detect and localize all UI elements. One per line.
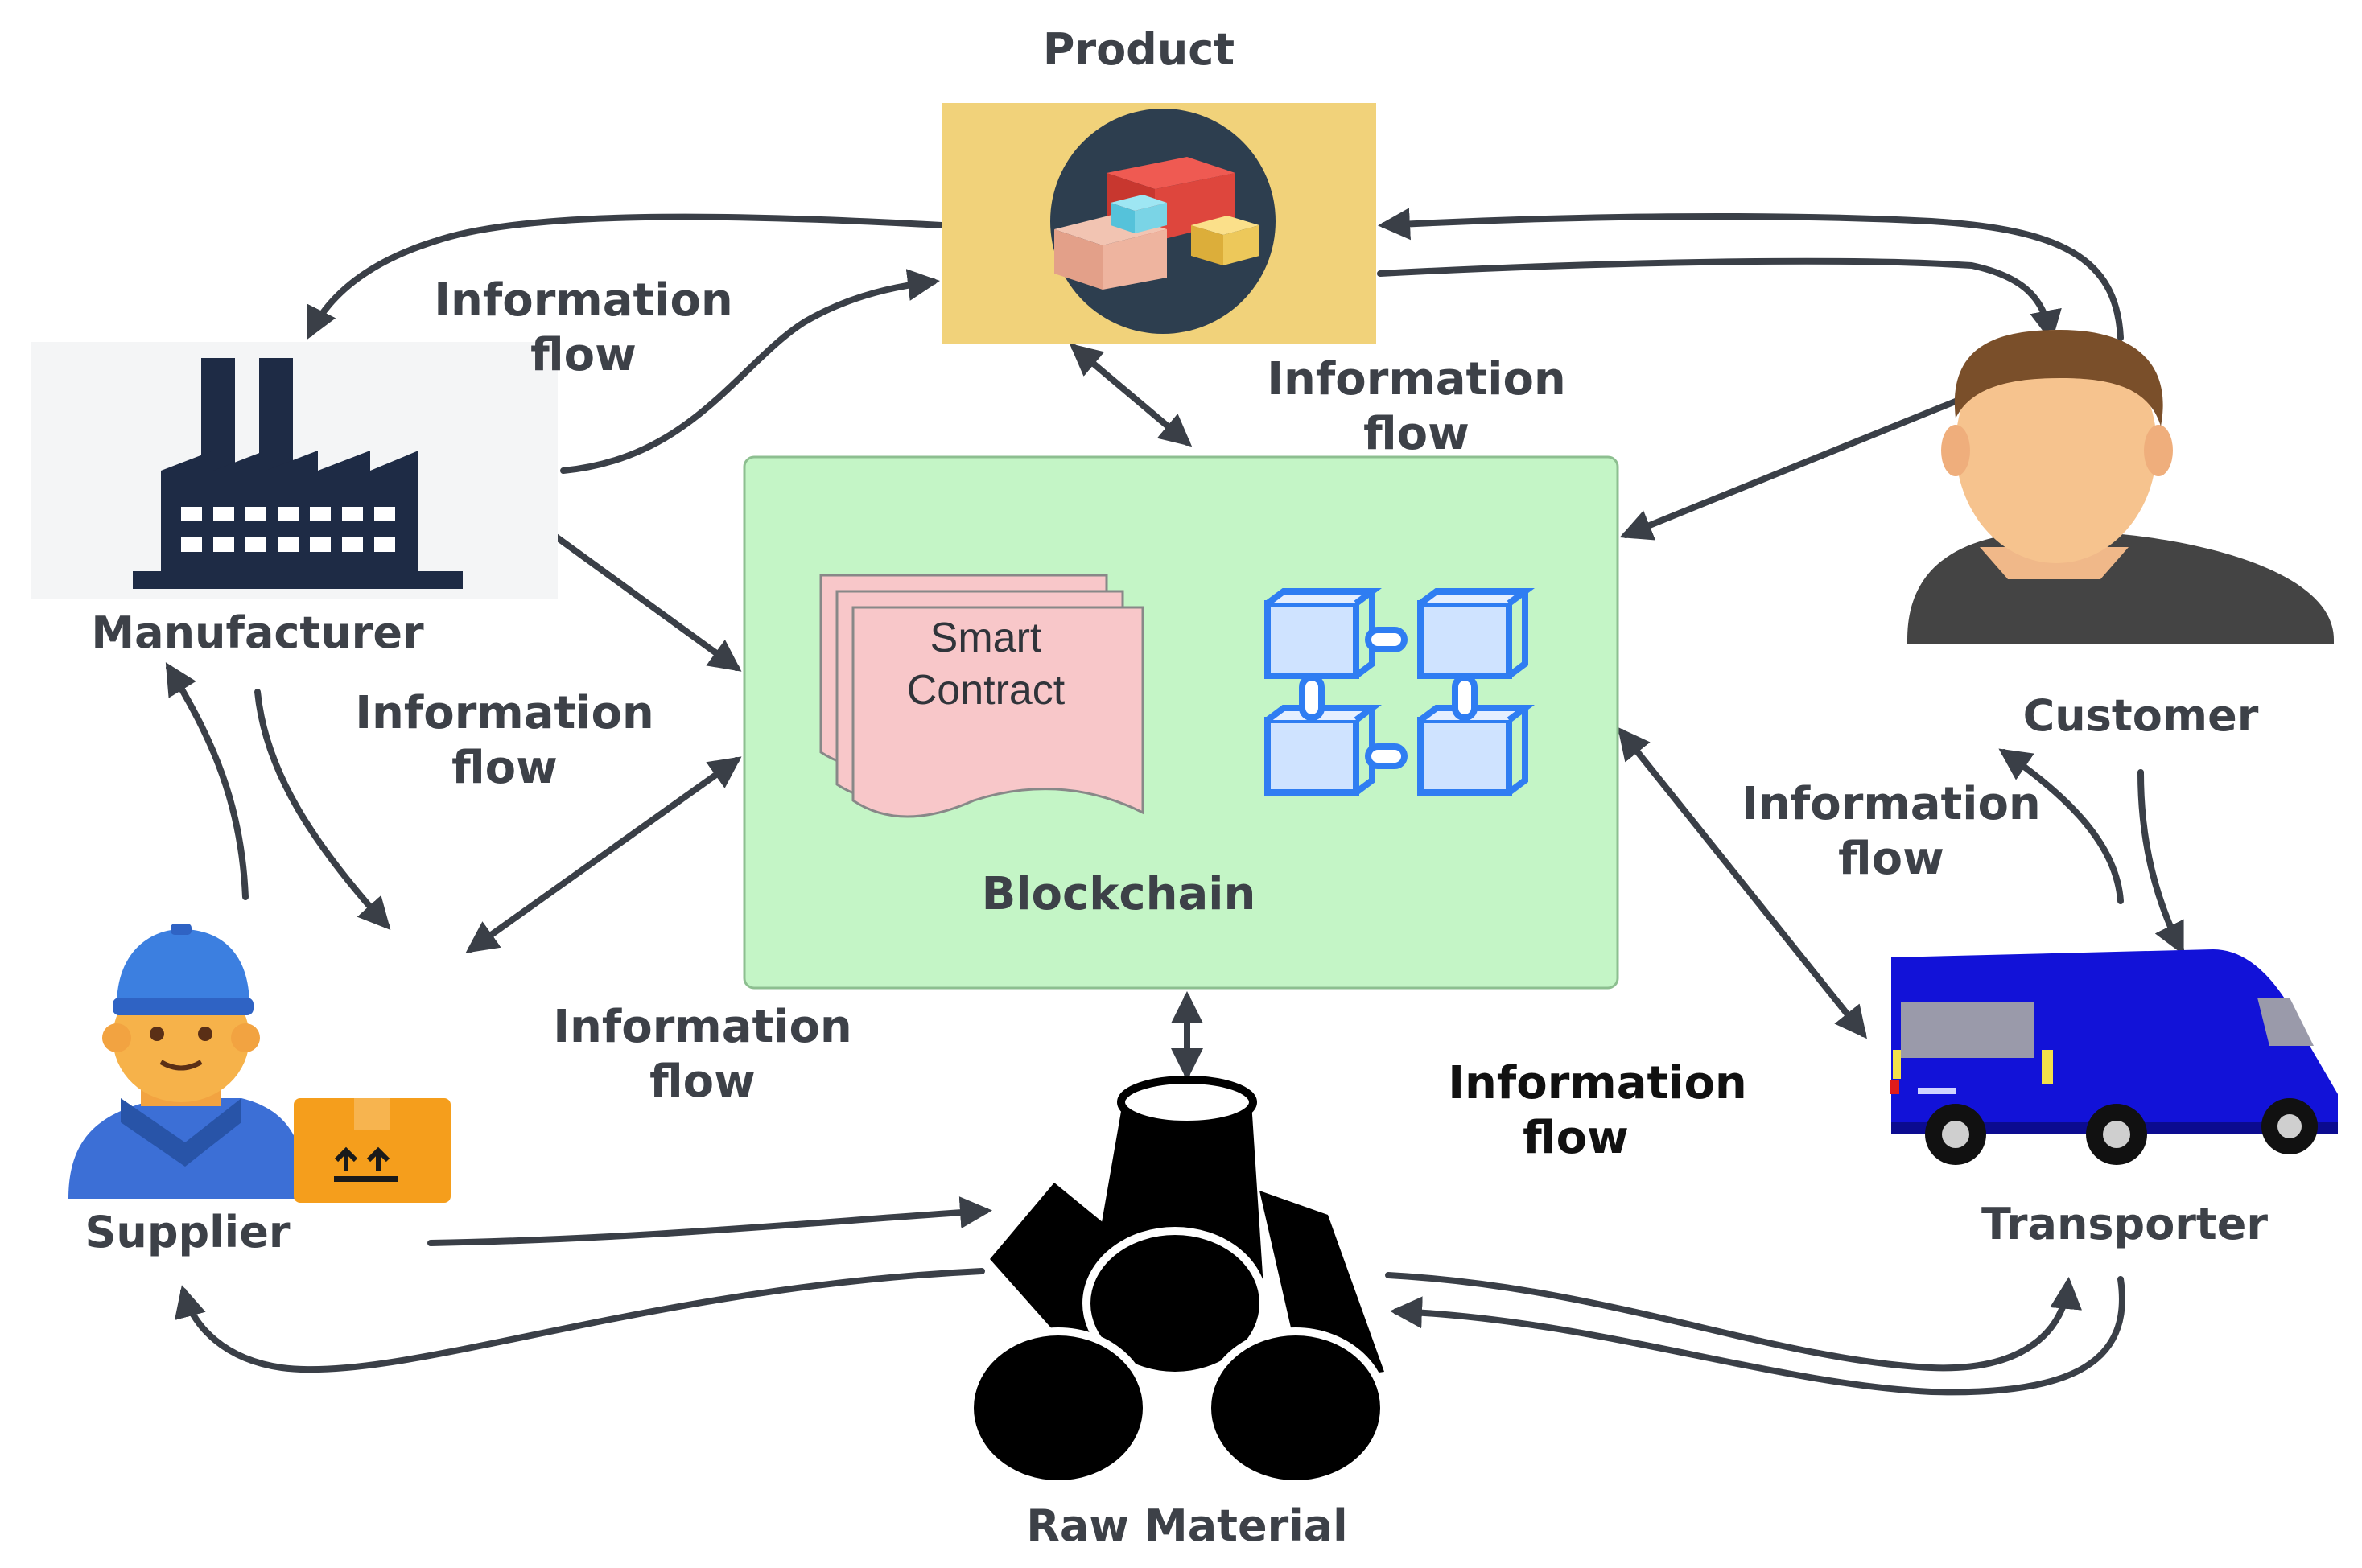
person-icon [1907,330,2334,644]
flow-label-4a: Information [1742,778,2041,830]
flow-label-3a: Information [355,687,654,739]
flow-label-6a: Information [1448,1057,1747,1109]
arrow-supplier-blockchain [465,756,742,953]
arrow-supplier-to-manufacturer [165,662,249,900]
flow-label-5b: flow [649,1056,756,1108]
raw-material-label: Raw Material [1026,1500,1347,1551]
supplier-label: Supplier [85,1207,291,1257]
manufacturer-label: Manufacturer [91,607,424,658]
manufacturer-node: Manufacturer [31,342,558,658]
customer-label: Customer [2023,690,2259,741]
factory-icon [133,358,463,589]
supplier-node: Supplier [68,924,451,1257]
arrow-rawmaterial-to-supplier [174,1268,985,1373]
flow-label-6b: flow [1523,1112,1629,1164]
blockchain-label: Blockchain [982,868,1256,920]
arrow-product-to-customer [1377,257,2062,343]
product-label: Product [1043,24,1235,75]
arrow-customer-to-transporter [2137,769,2184,956]
pipes-icon [966,1076,1388,1488]
flow-label-1b: flow [530,329,637,381]
arrow-transporter-to-customer [1998,748,2124,904]
arrow-product-blockchain [1069,343,1193,447]
arrow-product-to-manufacturer [307,213,945,340]
flow-labels: Information flow Information flow Inform… [355,274,2041,1164]
flow-label-5a: Information [553,1001,852,1053]
flow-label-2b: flow [1363,408,1470,460]
customer-node: Customer [1907,330,2334,741]
arrow-customer-to-product [1378,208,2124,341]
smart-contract-line1: Smart [930,615,1042,661]
arrow-transporter-to-rawmaterial [1390,1276,2125,1396]
document-stack-icon: Smart Contract [819,574,1144,818]
van-icon [1890,949,2338,1165]
chain-blocks-icon [1264,588,1535,796]
smart-contract-line2: Contract [907,667,1066,714]
transporter-node: Transporter [1890,949,2338,1249]
flow-label-4b: flow [1838,833,1944,885]
arrow-blockchain-transporter [1618,726,1867,1039]
package-icon [294,1098,451,1203]
arrow-supplier-to-rawmaterial [427,1196,992,1246]
arrow-manufacturer-to-supplier [254,689,391,930]
flow-label-3b: flow [451,742,558,794]
worker-icon [68,924,306,1199]
raw-material-node: Raw Material [966,1076,1388,1551]
product-node: Product [942,24,1376,344]
blockchain-node: Smart Contract Blockchain [743,455,1619,990]
arrow-rawmaterial-to-transporter [1385,1272,2082,1372]
flow-label-2a: Information [1267,353,1566,405]
transporter-label: Transporter [1981,1199,2268,1249]
flow-label-1a: Information [434,274,733,327]
boxes-icon [1050,109,1276,334]
